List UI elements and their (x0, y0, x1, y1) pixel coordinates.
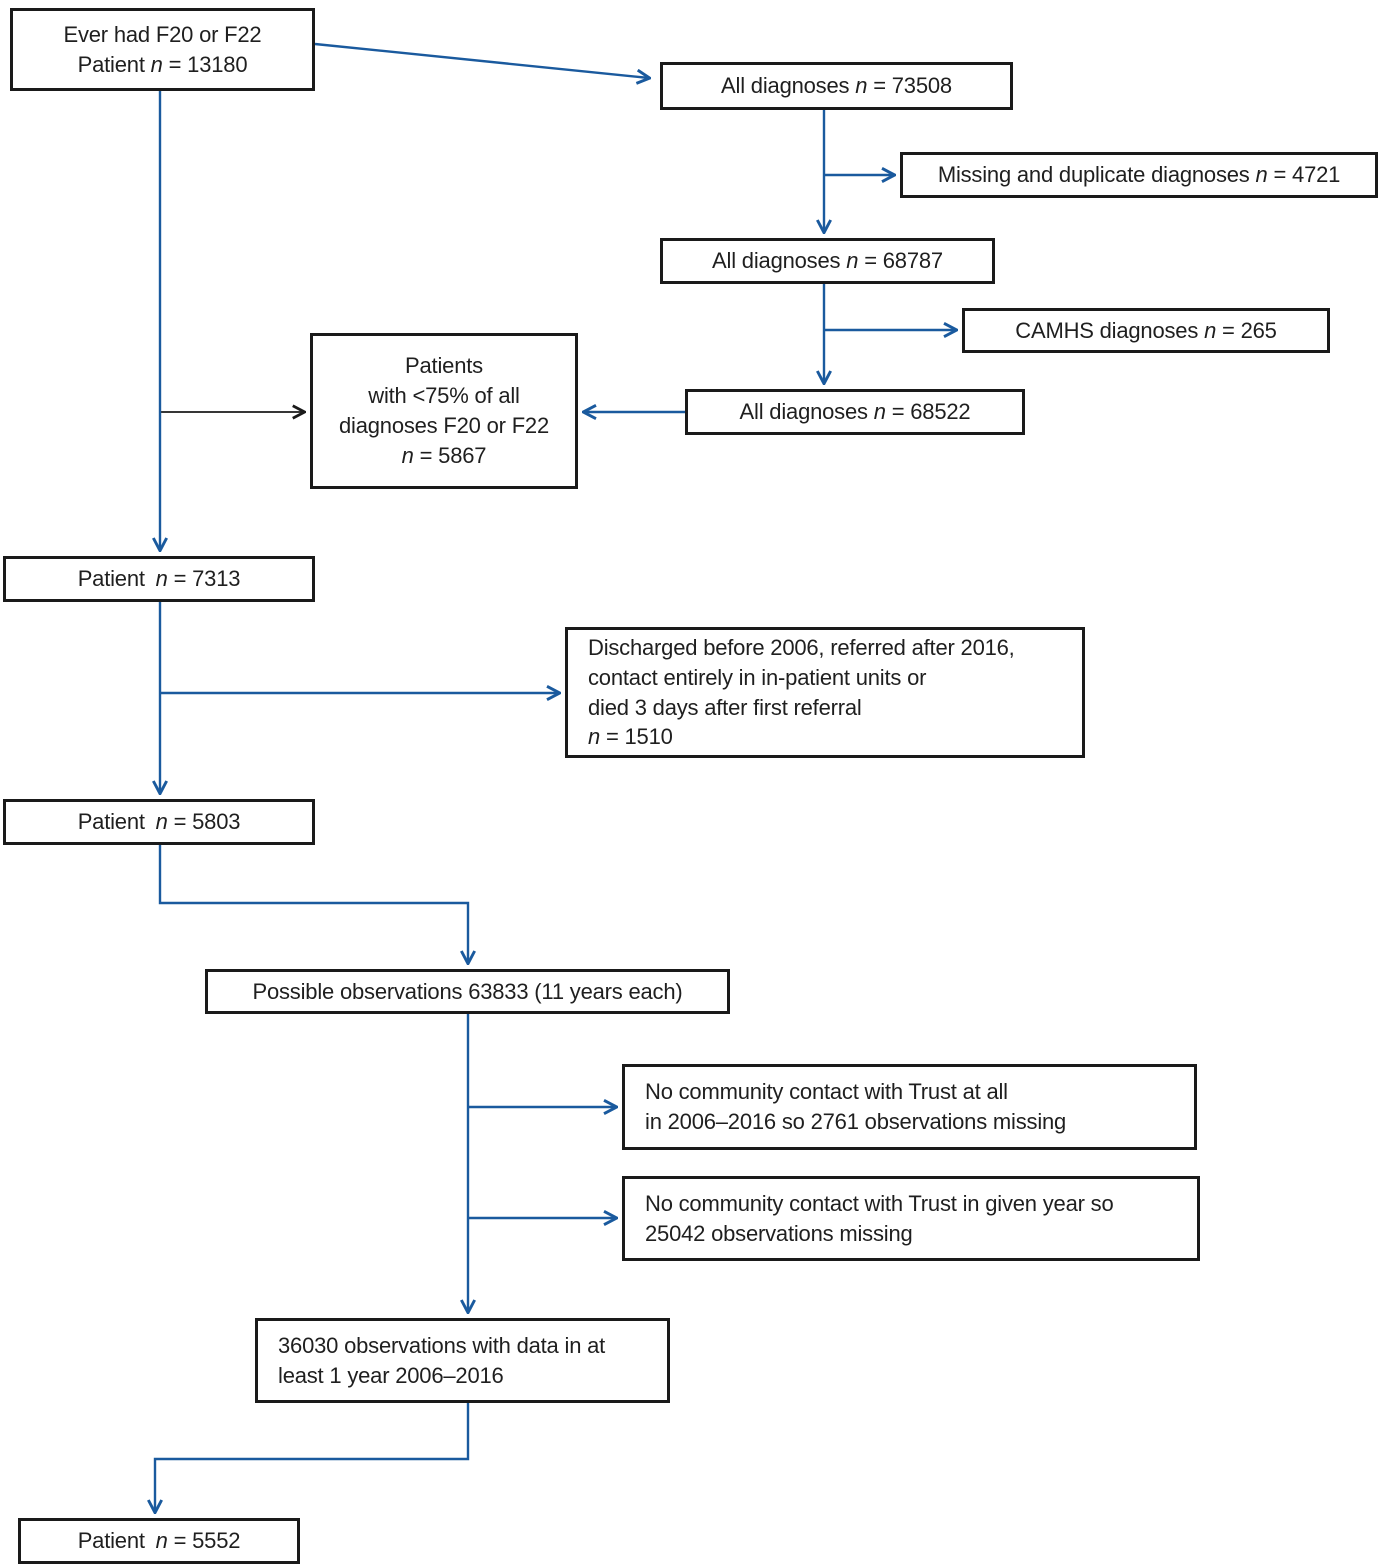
flow-node-patient-5803: Patient n = 5803 (3, 799, 315, 845)
flow-node-possible-observations: Possible observations 63833 (11 years ea… (205, 969, 730, 1014)
flow-node-no-contact-at-all: No community contact with Trust at all in… (622, 1064, 1197, 1150)
flow-node-discharged-excluded-line: contact entirely in in-patient units or (588, 664, 927, 690)
flow-node-discharged-excluded-line: Discharged before 2006, referred after 2… (588, 634, 1015, 660)
flow-node-camhs-diagnoses: CAMHS diagnoses n = 265 (962, 308, 1330, 353)
flow-node-no-contact-given-year-line: No community contact with Trust in given… (645, 1190, 1114, 1216)
flow-node-no-contact-given-year-line: 25042 observations missing (645, 1220, 913, 1246)
flow-node-discharged-excluded-line: died 3 days after first referral (588, 694, 862, 720)
flow-node-all-diagnoses-73508: All diagnoses n = 73508 (660, 62, 1013, 110)
flow-node-no-contact-at-all-line: in 2006–2016 so 2761 observations missin… (645, 1109, 1067, 1134)
flow-node-possible-observations-line: Possible observations 63833 (11 years ea… (252, 978, 683, 1004)
arrow-5803-to-possible (158, 845, 468, 963)
flow-node-no-contact-given-year: No community contact with Trust in given… (622, 1176, 1200, 1261)
flow-node-patient-7313-line: Patient n = 7313 (77, 566, 241, 592)
flow-node-observations-36030: 36030 observations with data in at least … (255, 1318, 670, 1403)
arrow-ever-to-alldiag-73508 (314, 42, 649, 78)
flow-node-patients-lt75-line: Patients (405, 353, 483, 379)
arrow-36030-to-5552 (155, 1403, 470, 1512)
flow-node-discharged-excluded: Discharged before 2006, referred after 2… (565, 627, 1085, 758)
flow-node-missing-duplicate: Missing and duplicate diagnoses n = 4721 (900, 152, 1378, 198)
flow-node-all-diagnoses-73508-line: All diagnoses n = 73508 (721, 73, 952, 99)
flow-node-camhs-diagnoses-line: CAMHS diagnoses n = 265 (1015, 317, 1277, 343)
flow-node-patients-lt75: Patients with <75% of all diagnoses F20 or… (310, 333, 578, 489)
flow-node-patient-7313: Patient n = 7313 (3, 556, 315, 602)
flow-node-patients-lt75-line: diagnoses F20 or F22 (338, 413, 550, 438)
flow-node-discharged-excluded-line: n = 1510 (588, 724, 673, 750)
flow-node-patient-5803-line: Patient n = 5803 (77, 809, 241, 835)
flow-node-ever-f20-f22-line: Patient n = 13180 (77, 51, 248, 77)
flow-node-no-contact-at-all-line: No community contact with Trust at all (645, 1079, 1008, 1105)
flow-node-observations-36030-line: least 1 year 2006–2016 (278, 1362, 504, 1388)
flow-node-missing-duplicate-line: Missing and duplicate diagnoses n = 4721 (937, 162, 1341, 188)
flow-node-observations-36030-line: 36030 observations with data in at (278, 1332, 606, 1358)
flow-node-all-diagnoses-68522: All diagnoses n = 68522 (685, 389, 1025, 435)
flow-node-all-diagnoses-68787-line: All diagnoses n = 68787 (712, 248, 943, 274)
flow-node-ever-f20-f22-line: Ever had F20 or F22 (63, 21, 262, 47)
flow-node-patients-lt75-line: n = 5867 (401, 442, 487, 468)
flow-node-patient-5552-line: Patient n = 5552 (77, 1528, 241, 1554)
flow-node-patient-5552: Patient n = 5552 (18, 1518, 300, 1564)
flow-node-patients-lt75-line: with <75% of all (368, 383, 520, 409)
flow-node-all-diagnoses-68522-line: All diagnoses n = 68522 (739, 399, 971, 425)
flow-node-all-diagnoses-68787: All diagnoses n = 68787 (660, 238, 995, 284)
